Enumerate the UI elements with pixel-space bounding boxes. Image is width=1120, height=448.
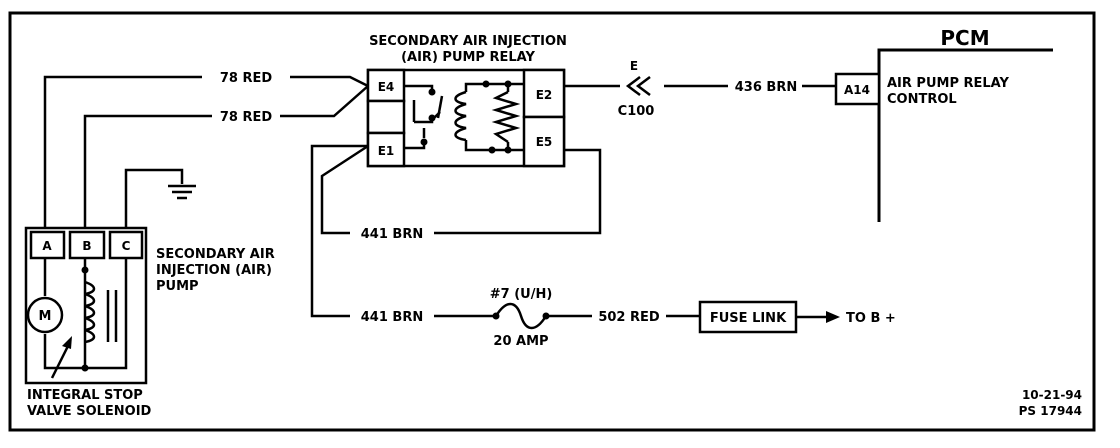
pcm-label: PCM — [940, 26, 989, 50]
relay-pin-box-e5 — [522, 115, 566, 168]
relay-pin-e2: E2 — [536, 88, 553, 102]
relay-switch-contacts — [404, 84, 444, 150]
wire-78-red-a: 78 RED — [43, 71, 369, 228]
solenoid-label-line2: VALVE SOLENOID — [27, 404, 152, 419]
motor-label: M — [39, 309, 52, 324]
pump-pin-box-c — [108, 230, 144, 260]
air-pump: A B C M SECONDARY AIR INJECTION (AIR) PU… — [24, 226, 275, 385]
connector-letter: E — [630, 59, 638, 73]
wire-label-441-brn-supply: 441 BRN — [361, 310, 423, 325]
pcm-boundary — [877, 48, 1053, 222]
relay-pin-box-blank — [366, 99, 406, 135]
wire-label-441-brn-loop: 441 BRN — [361, 227, 423, 242]
wire-78-red-b: 78 RED — [83, 85, 369, 228]
solenoid-pointer-icon — [62, 336, 72, 349]
fuse-link: FUSE LINK TO B + — [698, 300, 896, 334]
wire-441-brn-supply: 441 BRN — [310, 144, 494, 325]
air-pump-relay: SECONDARY AIR INJECTION (AIR) PUMP RELAY… — [366, 34, 567, 168]
pump-label-line1: SECONDARY AIR — [156, 247, 275, 262]
solenoid-label-line1: INTEGRAL STOP — [27, 388, 143, 403]
motor-icon: M — [26, 296, 64, 334]
footer-date: 10-21-94 — [1022, 388, 1082, 402]
connector-c100: E C100 — [618, 59, 655, 119]
relay-pin-e4: E4 — [378, 80, 395, 94]
connector-name: C100 — [618, 104, 655, 119]
wire-441-brn-loop: 441 BRN — [320, 144, 602, 242]
arrow-icon — [826, 311, 840, 323]
pump-pin-box-a — [29, 230, 66, 260]
wire-label-78-red-b: 78 RED — [220, 110, 273, 125]
pcm-module: PCM A14 AIR PUMP RELAY CONTROL — [834, 26, 1053, 222]
pump-pin-c: C — [122, 239, 131, 253]
fuse-link-label: FUSE LINK — [710, 311, 787, 326]
fuse-link-dest: TO B + — [846, 311, 896, 326]
fuse-rating: 20 AMP — [493, 334, 548, 349]
diagram-frame — [8, 11, 1096, 432]
fuse-7: #7 (U/H) 20 AMP — [490, 287, 553, 349]
wire-502-red: 502 RED — [546, 310, 700, 325]
wire-label-502-red: 502 RED — [598, 310, 660, 325]
relay-title-line1: SECONDARY AIR INJECTION — [369, 34, 567, 49]
pump-label-line3: PUMP — [156, 279, 199, 294]
pcm-desc-line2: CONTROL — [887, 92, 957, 107]
relay-pin-e5: E5 — [536, 135, 553, 149]
pump-pin-b: B — [82, 239, 91, 253]
wire-label-78-red-a: 78 RED — [220, 71, 273, 86]
pump-label-line2: INJECTION (AIR) — [156, 263, 272, 278]
pcm-pin-a14: A14 — [844, 83, 870, 97]
pump-pin-a: A — [42, 239, 52, 253]
relay-pin-box-e2 — [522, 68, 566, 119]
pcm-pin-box — [834, 72, 881, 106]
pump-pin-box-b — [68, 230, 106, 260]
relay-coil — [454, 80, 524, 154]
relay-pin-e1: E1 — [378, 144, 395, 158]
ground-symbol — [124, 168, 196, 228]
pcm-desc-line1: AIR PUMP RELAY — [887, 76, 1009, 91]
relay-pin-box-e1 — [366, 131, 406, 168]
relay-title-line2: (AIR) PUMP RELAY — [401, 50, 535, 65]
fuse-name: #7 (U/H) — [490, 287, 553, 302]
footer-code: PS 17944 — [1019, 404, 1082, 418]
wire-436-brn: 436 BRN — [564, 80, 836, 95]
wire-label-436-brn: 436 BRN — [735, 80, 797, 95]
